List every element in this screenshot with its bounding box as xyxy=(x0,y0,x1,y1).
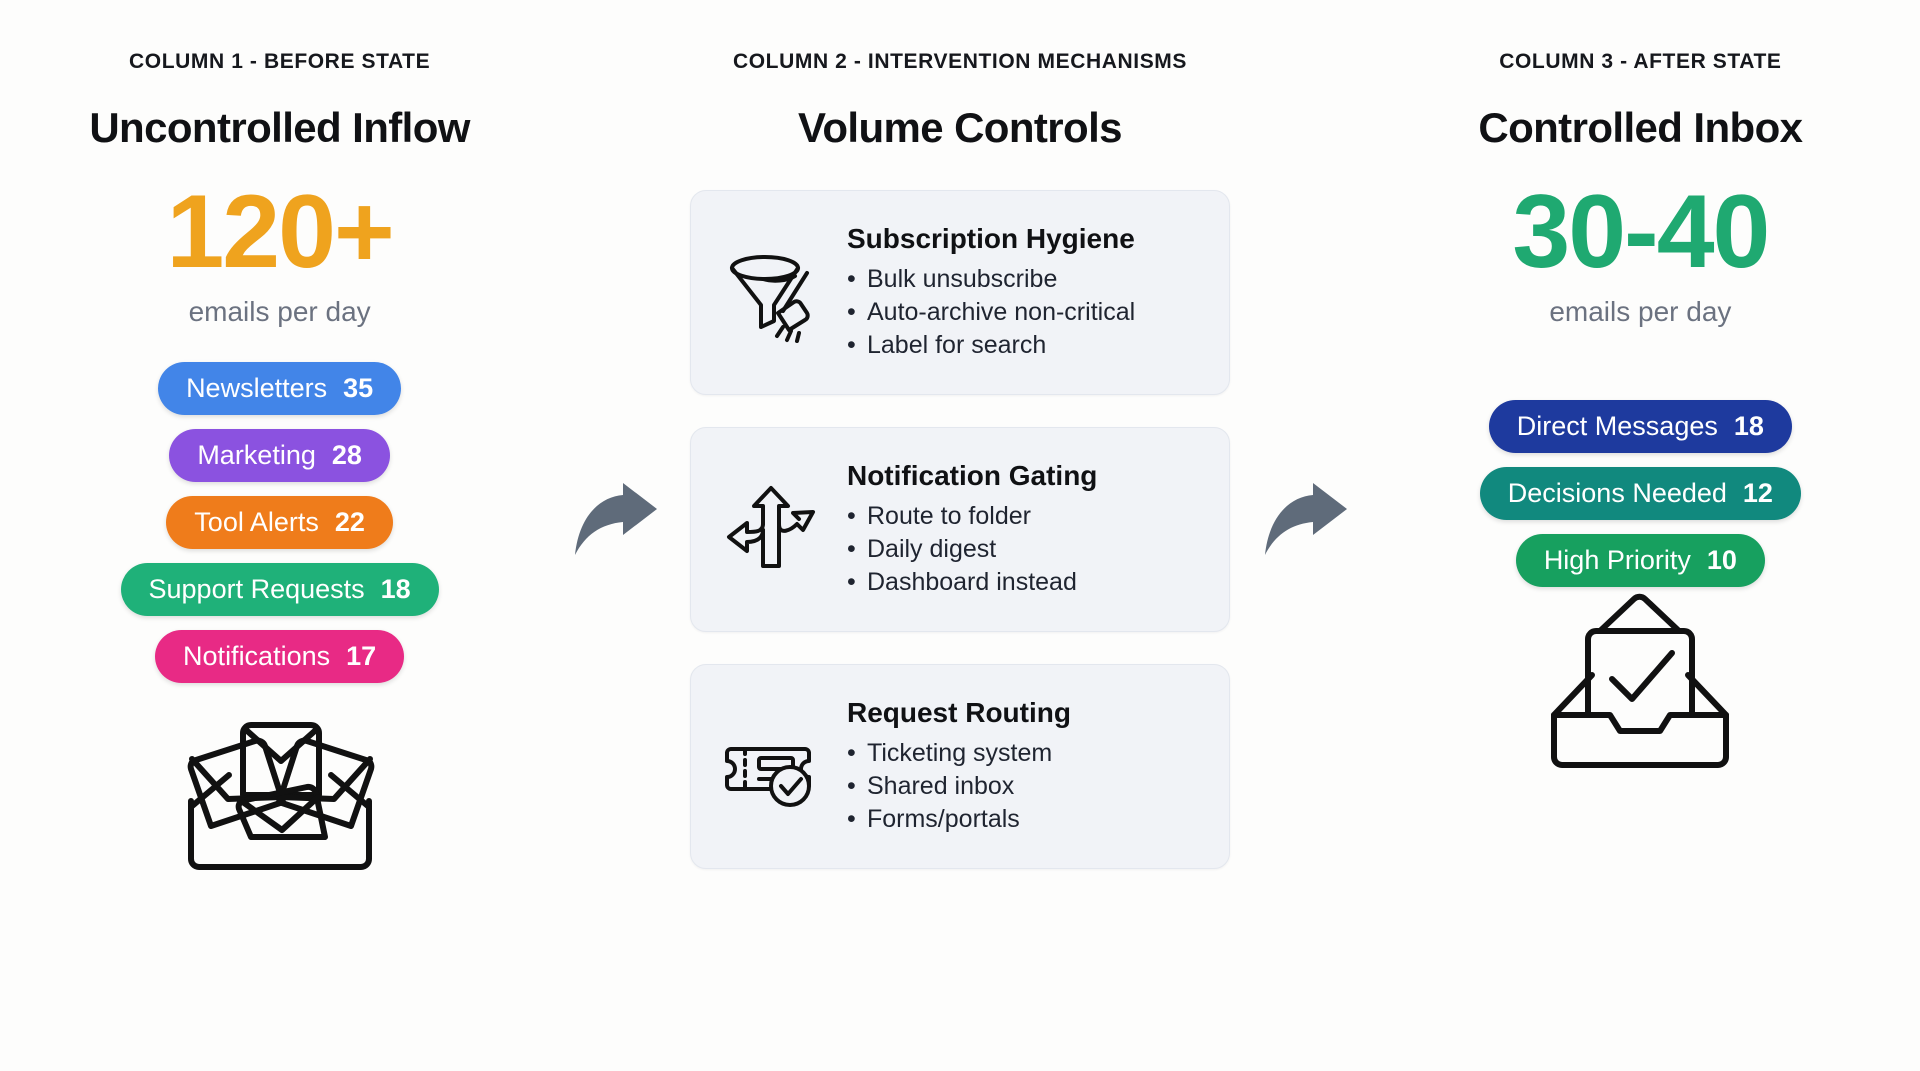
pill-label: Marketing xyxy=(197,440,316,470)
before-stat-value: 120+ xyxy=(166,174,394,290)
column-intervention-mechanisms: COLUMN 2 - INTERVENTION MECHANISMS Volum… xyxy=(671,0,1249,869)
arrow-controls-to-after-icon xyxy=(1264,482,1347,555)
pill-count: 18 xyxy=(1733,411,1764,441)
pill-count: 35 xyxy=(343,373,374,403)
pill-count: 22 xyxy=(334,507,365,537)
connector-2 xyxy=(1249,0,1361,1071)
three-way-arrow-icon-wrap xyxy=(717,476,825,584)
funnel-broom-icon xyxy=(729,254,810,343)
arrow-before-to-controls-icon xyxy=(575,482,658,555)
pill-newsletters[interactable]: Newsletters 35 xyxy=(158,362,402,415)
pill-count: 18 xyxy=(380,574,411,604)
card-body: Subscription Hygiene Bulk unsubscribe Au… xyxy=(847,223,1203,363)
card-body: Notification Gating Route to folder Dail… xyxy=(847,460,1203,600)
column-before-state: COLUMN 1 - BEFORE STATE Uncontrolled Inf… xyxy=(0,0,559,913)
pill-label: Decisions Needed xyxy=(1507,478,1727,508)
pill-notifications[interactable]: Notifications 17 xyxy=(155,630,405,683)
bullet-item: Label for search xyxy=(847,329,1203,363)
ticket-check-icon xyxy=(724,746,811,807)
pill-count: 10 xyxy=(1706,545,1737,575)
before-stat-caption: emails per day xyxy=(188,296,371,327)
pill-label: High Priority xyxy=(1543,545,1691,575)
column-1-title: Uncontrolled Inflow xyxy=(89,104,470,151)
bullet-item: Auto-archive non-critical xyxy=(847,296,1203,330)
before-illustration xyxy=(165,683,395,913)
clean-inbox-check-icon xyxy=(1551,593,1730,768)
card-title: Notification Gating xyxy=(846,459,1098,491)
bullet-item: Route to folder xyxy=(847,500,1203,534)
card-notification-gating[interactable]: Notification Gating Route to folder Dail… xyxy=(689,427,1230,632)
pill-count: 12 xyxy=(1742,478,1773,508)
pill-label: Notifications xyxy=(183,641,331,671)
bullet-item: Forms/portals xyxy=(847,803,1203,837)
pill-decisions-needed[interactable]: Decisions Needed 12 xyxy=(1479,467,1801,520)
overflowing-inbox-icon xyxy=(187,722,374,870)
bullet-item: Daily digest xyxy=(847,533,1203,567)
after-stat-value: 30-40 xyxy=(1512,174,1770,290)
pill-support-requests[interactable]: Support Requests 18 xyxy=(120,563,439,616)
column-3-eyebrow: COLUMN 3 - AFTER STATE xyxy=(1499,50,1782,73)
pill-label: Direct Messages xyxy=(1516,411,1718,441)
column-2-title: Volume Controls xyxy=(798,104,1123,151)
card-title: Subscription Hygiene xyxy=(846,222,1135,254)
card-title: Request Routing xyxy=(846,696,1071,728)
pill-label: Support Requests xyxy=(148,574,365,604)
pill-direct-messages[interactable]: Direct Messages 18 xyxy=(1488,400,1792,453)
column-2-eyebrow: COLUMN 2 - INTERVENTION MECHANISMS xyxy=(732,50,1187,73)
card-subscription-hygiene[interactable]: Subscription Hygiene Bulk unsubscribe Au… xyxy=(689,190,1230,395)
after-stat-caption: emails per day xyxy=(1549,296,1732,327)
after-pill-stack: Direct Messages 18 Decisions Needed 12 H… xyxy=(1479,400,1801,587)
column-3-title: Controlled Inbox xyxy=(1478,104,1803,151)
mechanism-card-list: Subscription Hygiene Bulk unsubscribe Au… xyxy=(689,190,1230,869)
pill-tool-alerts[interactable]: Tool Alerts 22 xyxy=(166,496,393,549)
card-bullets: Route to folder Daily digest Dashboard i… xyxy=(847,500,1203,600)
ticket-check-icon-wrap xyxy=(717,713,825,821)
funnel-broom-icon-wrap xyxy=(717,239,825,347)
pill-label: Tool Alerts xyxy=(194,507,319,537)
bullet-item: Dashboard instead xyxy=(847,566,1203,600)
bullet-item: Shared inbox xyxy=(847,770,1203,804)
three-way-arrow-icon xyxy=(726,485,815,568)
card-bullets: Ticketing system Shared inbox Forms/port… xyxy=(847,737,1203,837)
pill-high-priority[interactable]: High Priority 10 xyxy=(1515,534,1765,587)
after-illustration xyxy=(1540,587,1740,817)
connector-1 xyxy=(559,0,671,1071)
bullet-item: Bulk unsubscribe xyxy=(847,263,1203,297)
card-bullets: Bulk unsubscribe Auto-archive non-critic… xyxy=(847,263,1203,363)
bullet-item: Ticketing system xyxy=(847,737,1203,771)
pill-count: 28 xyxy=(331,440,362,470)
card-request-routing[interactable]: Request Routing Ticketing system Shared … xyxy=(689,664,1230,869)
before-pill-stack: Newsletters 35 Marketing 28 Tool Alerts … xyxy=(120,362,439,683)
pill-count: 17 xyxy=(346,641,377,671)
pill-label: Newsletters xyxy=(186,373,328,403)
card-body: Request Routing Ticketing system Shared … xyxy=(847,697,1203,837)
pill-marketing[interactable]: Marketing 28 xyxy=(169,429,390,482)
column-1-eyebrow: COLUMN 1 - BEFORE STATE xyxy=(129,50,431,73)
column-after-state: COLUMN 3 - AFTER STATE Controlled Inbox … xyxy=(1361,0,1920,817)
